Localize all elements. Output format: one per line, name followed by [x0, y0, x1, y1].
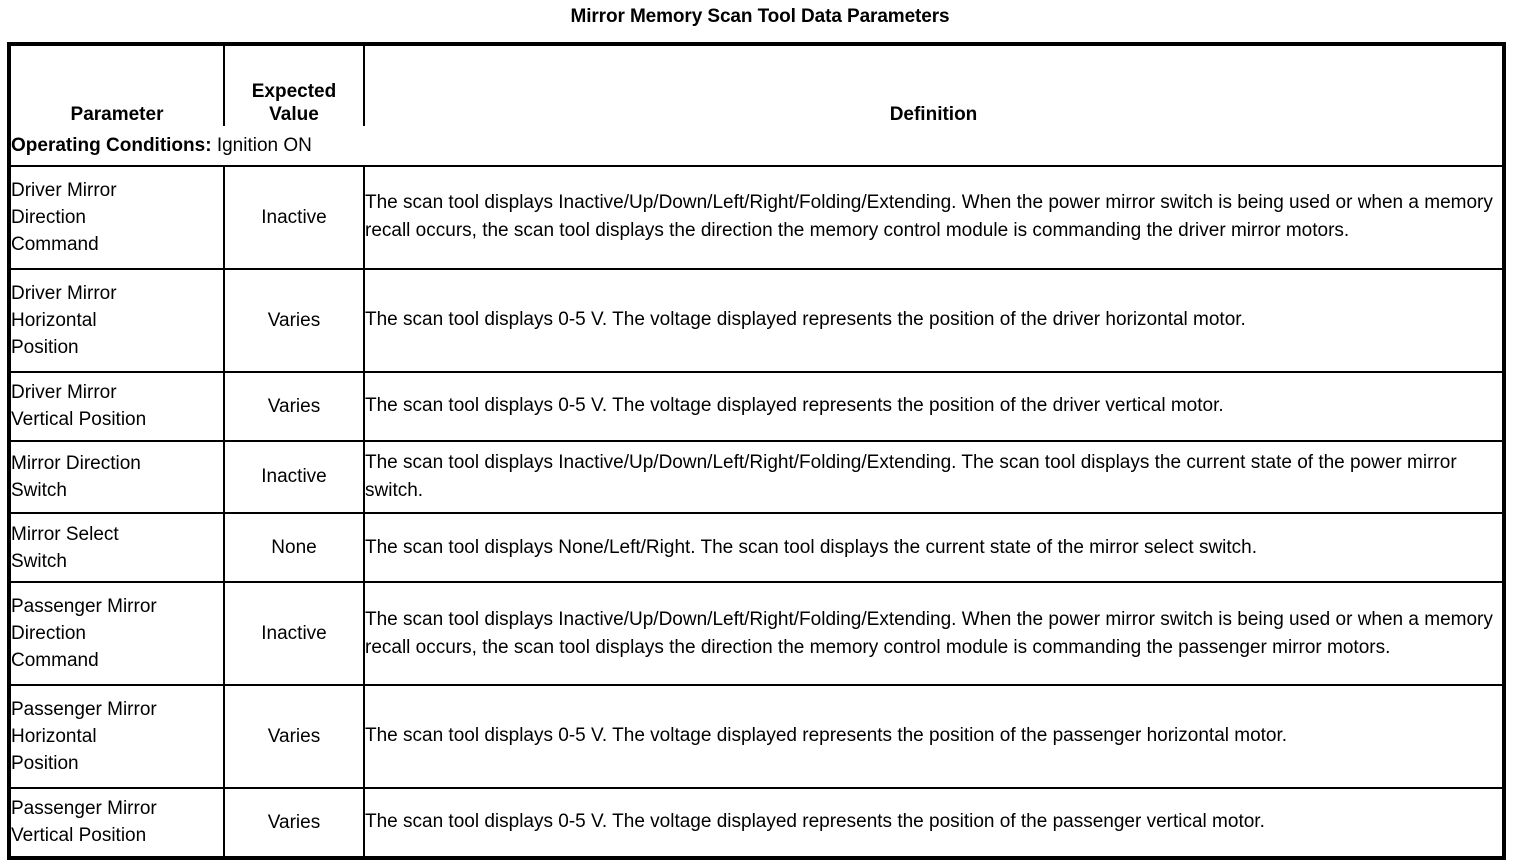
operating-conditions-row: Operating Conditions: Ignition ON [11, 126, 1502, 167]
table-row: Mirror Direction Switch Inactive The sca… [11, 439, 1502, 514]
parameters-table: Parameter Expected Value Definition Oper… [11, 46, 1502, 856]
cell-expected-value: Inactive [223, 439, 365, 514]
table-row: Driver Mirror Direction Command Inactive… [11, 165, 1502, 270]
parameter-line: Direction [11, 206, 86, 228]
operating-conditions-label: Operating Conditions: [11, 134, 212, 156]
parameter-line: Switch [11, 479, 67, 501]
cell-definition: The scan tool displays 0-5 V. The voltag… [363, 370, 1502, 442]
parameter-line: Switch [11, 550, 67, 572]
cell-parameter: Driver Mirror Horizontal Position [11, 267, 225, 373]
column-header-parameter: Parameter [11, 46, 225, 126]
cell-definition: The scan tool displays None/Left/Right. … [363, 511, 1502, 584]
column-header-expected-value: Expected Value [223, 46, 365, 126]
cell-expected-value: Varies [223, 370, 365, 442]
parameter-line: Driver Mirror [11, 282, 117, 304]
parameters-table-container: Parameter Expected Value Definition Oper… [7, 42, 1506, 860]
cell-definition: The scan tool displays Inactive/Up/Down/… [363, 581, 1502, 686]
cell-expected-value: Inactive [223, 165, 365, 270]
parameter-line: Passenger Mirror [11, 698, 157, 720]
table-row: Passenger Mirror Horizontal Position Var… [11, 684, 1502, 789]
table-body: Operating Conditions: Ignition ON Driver… [11, 126, 1502, 856]
table-row: Mirror Select Switch None The scan tool … [11, 511, 1502, 584]
column-header-definition: Definition [363, 46, 1502, 126]
header-row: Parameter Expected Value Definition [11, 46, 1502, 126]
operating-conditions-value: Ignition ON [216, 134, 312, 156]
parameter-line: Direction [11, 623, 86, 645]
parameter-line: Horizontal [11, 725, 97, 747]
parameter-line: Position [11, 336, 79, 358]
cell-parameter: Passenger Mirror Direction Command [11, 581, 225, 686]
column-header-expected-value-line2: Value [269, 104, 319, 125]
cell-parameter: Driver Mirror Direction Command [11, 165, 225, 270]
table-row: Passenger Mirror Vertical Position Varie… [11, 786, 1502, 856]
cell-definition: The scan tool displays Inactive/Up/Down/… [363, 165, 1502, 270]
cell-parameter: Passenger Mirror Horizontal Position [11, 684, 225, 789]
cell-expected-value: Varies [223, 267, 365, 373]
parameter-line: Passenger Mirror [11, 798, 157, 820]
parameter-line: Vertical Position [11, 409, 147, 431]
parameter-line: Horizontal [11, 309, 97, 331]
table-row: Passenger Mirror Direction Command Inact… [11, 581, 1502, 686]
page-title: Mirror Memory Scan Tool Data Parameters [570, 6, 950, 27]
parameter-line: Mirror Select [11, 523, 119, 545]
parameter-line: Vertical Position [11, 825, 147, 847]
cell-parameter: Mirror Direction Switch [11, 439, 225, 514]
cell-expected-value: Inactive [223, 581, 365, 686]
cell-expected-value: None [223, 511, 365, 584]
parameter-line: Driver Mirror [11, 179, 117, 201]
parameter-line: Passenger Mirror [11, 596, 157, 618]
operating-conditions-cell: Operating Conditions: Ignition ON [11, 126, 1502, 167]
cell-parameter: Mirror Select Switch [11, 511, 225, 584]
parameter-line: Driver Mirror [11, 382, 117, 404]
table-row: Driver Mirror Vertical Position Varies T… [11, 370, 1502, 442]
parameter-line: Command [11, 650, 99, 672]
cell-expected-value: Varies [223, 684, 365, 789]
cell-definition: The scan tool displays 0-5 V. The voltag… [363, 267, 1502, 373]
cell-parameter: Passenger Mirror Vertical Position [11, 786, 225, 856]
cell-definition: The scan tool displays 0-5 V. The voltag… [363, 786, 1502, 856]
cell-parameter: Driver Mirror Vertical Position [11, 370, 225, 442]
parameter-line: Position [11, 752, 79, 774]
table-header: Parameter Expected Value Definition [11, 46, 1502, 126]
cell-expected-value: Varies [223, 786, 365, 856]
column-header-expected-value-line1: Expected [251, 81, 337, 102]
cell-definition: The scan tool displays 0-5 V. The voltag… [363, 684, 1502, 789]
parameter-line: Mirror Direction [11, 452, 141, 474]
cell-definition: The scan tool displays Inactive/Up/Down/… [363, 439, 1502, 514]
parameter-line: Command [11, 233, 99, 255]
table-row: Driver Mirror Horizontal Position Varies… [11, 267, 1502, 373]
